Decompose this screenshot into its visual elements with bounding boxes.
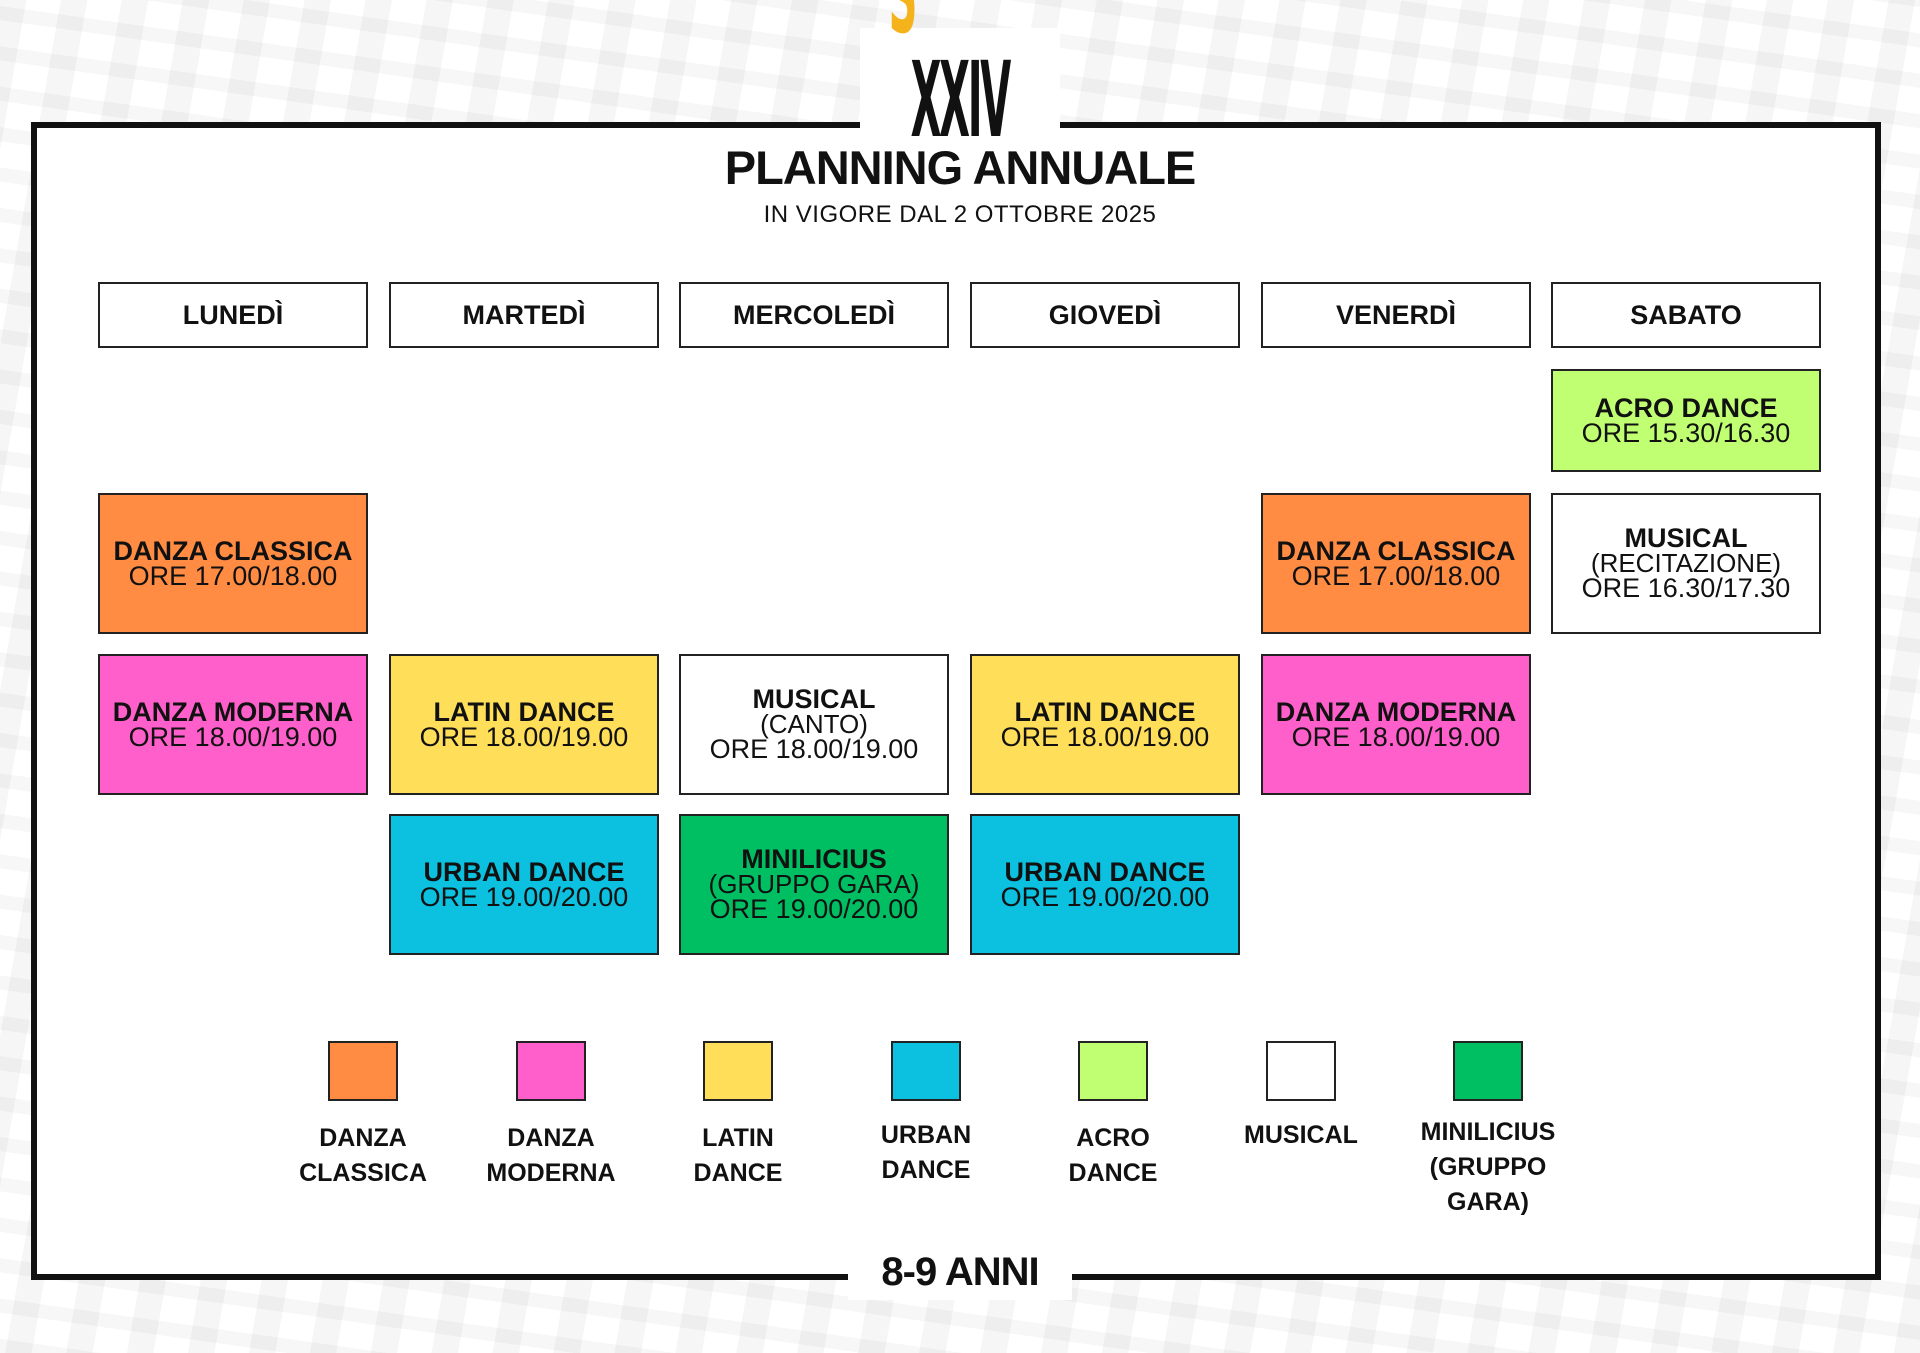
lesson-subtitle: (CANTO) <box>760 709 868 739</box>
day-header-martedi: MARTEDÌ <box>389 282 659 348</box>
lesson-mercoledi-musical-canto: MUSICAL (CANTO) ORE 18.00/19.00 <box>679 654 949 795</box>
lesson-giovedi-latin-dance: LATIN DANCE ORE 18.00/19.00 <box>970 654 1240 795</box>
logo-letter-s: S <box>889 0 918 48</box>
legend-label-minilicius: MINILICIUS (GRUPPO GARA) <box>1388 1115 1588 1220</box>
lesson-name: URBAN DANCE <box>423 856 625 887</box>
lesson-lunedi-danza-moderna: DANZA MODERNA ORE 18.00/19.00 <box>98 654 368 795</box>
lesson-time: ORE 18.00/19.00 <box>128 721 338 752</box>
lesson-sabato-musical-recitazione: MUSICAL (RECITAZIONE) ORE 16.30/17.30 <box>1551 493 1821 634</box>
legend-swatch-acro-dance <box>1078 1041 1148 1101</box>
legend-label-line: DANZA <box>319 1124 407 1152</box>
lesson-name: MUSICAL <box>1624 523 1748 553</box>
legend-label-musical: MUSICAL <box>1201 1118 1401 1153</box>
page-subtitle: IN VIGORE DAL 2 OTTOBRE 2025 <box>763 201 1157 228</box>
legend-label-line: CLASSICA <box>299 1159 427 1187</box>
lesson-name: LATIN DANCE <box>1014 696 1196 727</box>
legend-label-line: MUSICAL <box>1244 1121 1358 1149</box>
legend-label-danza-moderna: DANZA MODERNA <box>451 1121 651 1191</box>
legend-label-line: URBAN <box>880 1121 972 1149</box>
legend-swatch-urban-dance <box>891 1041 961 1101</box>
legend-swatch-danza-moderna <box>516 1041 586 1101</box>
lesson-venerdi-danza-classica: DANZA CLASSICA ORE 17.00/18.00 <box>1261 493 1531 634</box>
logo-text: SXXIV <box>881 0 1039 152</box>
day-header-venerdi: VENERDÌ <box>1261 282 1531 348</box>
legend-label-line: DANCE <box>1068 1159 1158 1187</box>
lesson-time: ORE 19.00/20.00 <box>419 881 629 912</box>
legend-label-line: MINILICIUS <box>1420 1118 1556 1146</box>
lesson-time: ORE 18.00/19.00 <box>1000 721 1210 752</box>
lesson-name: MUSICAL <box>752 684 876 714</box>
lesson-time: ORE 17.00/18.00 <box>1291 560 1501 591</box>
lesson-name: DANZA MODERNA <box>1275 696 1517 727</box>
lesson-mercoledi-minilicius: MINILICIUS (GRUPPO GARA) ORE 19.00/20.00 <box>679 814 949 955</box>
legend-swatch-danza-classica <box>328 1041 398 1101</box>
day-header-mercoledi: MERCOLEDÌ <box>679 282 949 348</box>
lesson-venerdi-danza-moderna: DANZA MODERNA ORE 18.00/19.00 <box>1261 654 1531 795</box>
lesson-name: DANZA MODERNA <box>112 696 354 727</box>
logo-letters-xxiv: XXIV <box>910 39 1012 161</box>
lesson-time: ORE 18.00/19.00 <box>419 721 629 752</box>
legend-swatch-musical <box>1266 1041 1336 1101</box>
day-header-giovedi: GIOVEDÌ <box>970 282 1240 348</box>
legend-label-danza-classica: DANZA CLASSICA <box>263 1121 463 1191</box>
legend-label-line: MODERNA <box>486 1159 616 1187</box>
lesson-giovedi-urban-dance: URBAN DANCE ORE 19.00/20.00 <box>970 814 1240 955</box>
legend-label-acro-dance: ACRO DANCE <box>1013 1121 1213 1191</box>
lesson-time: ORE 19.00/20.00 <box>709 894 919 924</box>
lesson-martedi-latin-dance: LATIN DANCE ORE 18.00/19.00 <box>389 654 659 795</box>
lesson-sabato-acro-dance: ACRO DANCE ORE 15.30/16.30 <box>1551 369 1821 472</box>
legend-swatch-minilicius <box>1453 1041 1523 1101</box>
lesson-name: LATIN DANCE <box>433 696 615 727</box>
lesson-name: URBAN DANCE <box>1004 856 1206 887</box>
legend-label-line: DANCE <box>881 1156 971 1184</box>
legend-label-urban-dance: URBAN DANCE <box>826 1118 1026 1188</box>
legend-label-line: GARA) <box>1447 1188 1529 1216</box>
lesson-time: ORE 19.00/20.00 <box>1000 881 1210 912</box>
lesson-time: ORE 18.00/19.00 <box>709 734 919 764</box>
legend-label-line: (GRUPPO <box>1429 1153 1547 1181</box>
age-group-label: 8-9 ANNI <box>848 1244 1072 1300</box>
legend-label-line: ACRO <box>1076 1124 1150 1152</box>
lesson-name: DANZA CLASSICA <box>113 535 353 566</box>
logo: SXXIV <box>860 0 1060 152</box>
page-title: PLANNING ANNUALE <box>724 141 1197 194</box>
lesson-name: MINILICIUS <box>741 844 887 874</box>
legend-label-line: DANCE <box>693 1159 783 1187</box>
day-header-sabato: SABATO <box>1551 282 1821 348</box>
lesson-time: ORE 15.30/16.30 <box>1581 417 1791 448</box>
lesson-subtitle: (RECITAZIONE) <box>1590 548 1782 578</box>
legend-swatch-latin-dance <box>703 1041 773 1101</box>
legend-label-line: LATIN <box>702 1124 774 1152</box>
lesson-time: ORE 16.30/17.30 <box>1581 573 1791 603</box>
day-header-lunedi: LUNEDÌ <box>98 282 368 348</box>
lesson-time: ORE 17.00/18.00 <box>128 560 338 591</box>
lesson-time: ORE 18.00/19.00 <box>1291 721 1501 752</box>
lesson-name: ACRO DANCE <box>1594 392 1778 423</box>
lesson-martedi-urban-dance: URBAN DANCE ORE 19.00/20.00 <box>389 814 659 955</box>
lesson-subtitle: (GRUPPO GARA) <box>708 869 920 899</box>
lesson-lunedi-danza-classica: DANZA CLASSICA ORE 17.00/18.00 <box>98 493 368 634</box>
lesson-name: DANZA CLASSICA <box>1276 535 1516 566</box>
legend-label-latin-dance: LATIN DANCE <box>638 1121 838 1191</box>
legend-label-line: DANZA <box>507 1124 595 1152</box>
